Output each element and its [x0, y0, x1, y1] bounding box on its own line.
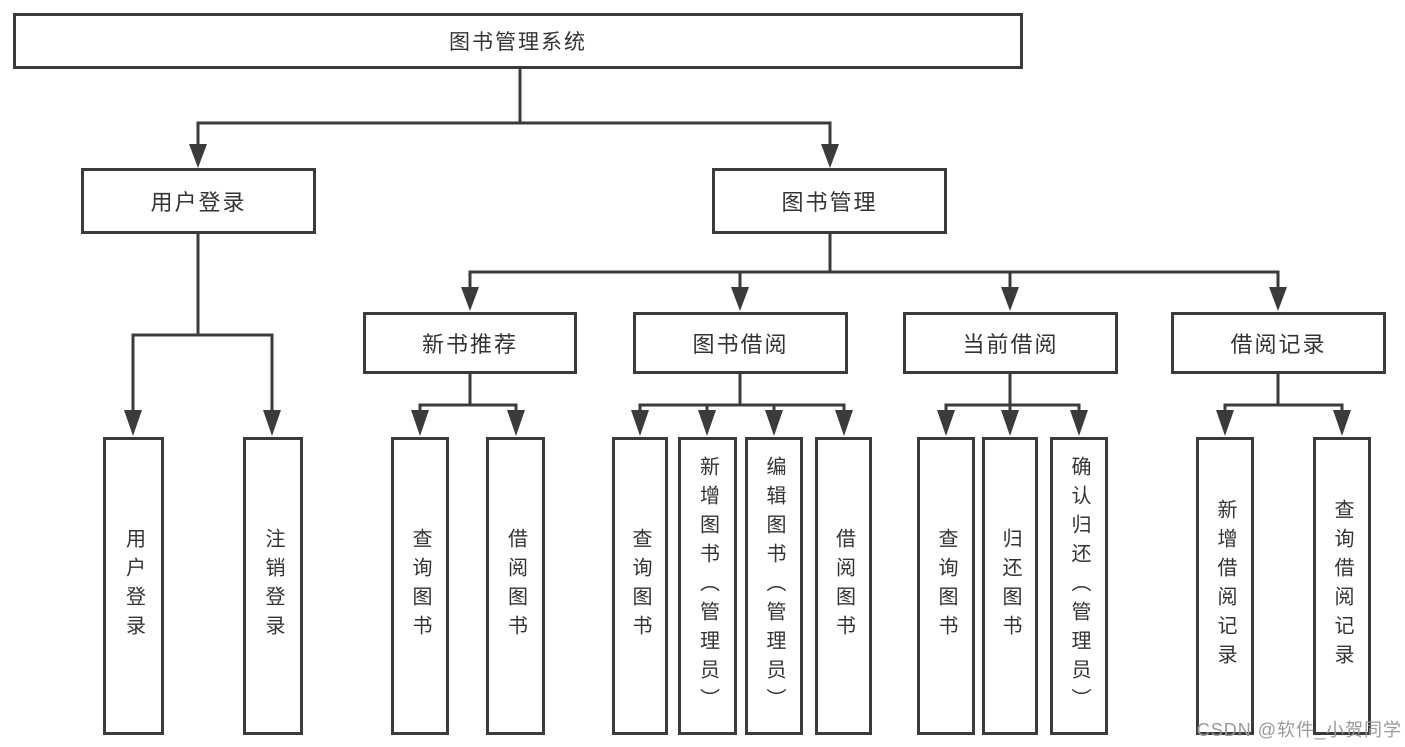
leaf-user-login: 用户登录: [103, 437, 164, 735]
edge-current-borrow-to-leaves: [937, 374, 1088, 436]
node-current-borrow: 当前借阅: [903, 312, 1118, 374]
edge-root-to-level2: [189, 69, 839, 168]
leaf-borrow-books: 借阅图书: [815, 437, 872, 735]
leaf-add-borrow-record: 新增借阅记录: [1196, 437, 1254, 735]
edge-book-borrow-to-leaves: [631, 374, 853, 436]
node-new-book-recommend: 新书推荐: [363, 312, 577, 374]
edge-user-login-to-leaves: [124, 234, 281, 436]
leaf-return-book: 归还图书: [982, 437, 1038, 735]
watermark: CSDN @软件_小贺同学: [1196, 720, 1402, 740]
edge-new-book-rec-to-leaves: [411, 374, 525, 436]
leaf-confirm-return-admin: 确认归还（管理员）: [1050, 437, 1108, 735]
leaf-add-book-admin: 新增图书（管理员）: [678, 437, 737, 735]
leaf-logout: 注销登录: [243, 437, 303, 735]
leaf-query-books-recommend: 查询图书: [391, 437, 449, 735]
node-borrow-records: 借阅记录: [1171, 312, 1386, 374]
edge-book-mgmt-to-level3: [461, 234, 1287, 311]
edge-borrow-records-to-leaves: [1216, 374, 1351, 436]
leaf-edit-book-admin: 编辑图书（管理员）: [745, 437, 803, 735]
leaf-query-borrow-record: 查询借阅记录: [1313, 437, 1371, 735]
leaf-query-books-current: 查询图书: [917, 437, 975, 735]
leaf-borrow-books-recommend: 借阅图书: [486, 437, 545, 735]
node-user-login: 用户登录: [81, 168, 316, 234]
leaf-query-books-borrow: 查询图书: [612, 437, 668, 735]
node-book-borrow: 图书借阅: [633, 312, 848, 374]
node-book-management: 图书管理: [712, 168, 947, 234]
node-library-management-system: 图书管理系统: [13, 13, 1023, 69]
